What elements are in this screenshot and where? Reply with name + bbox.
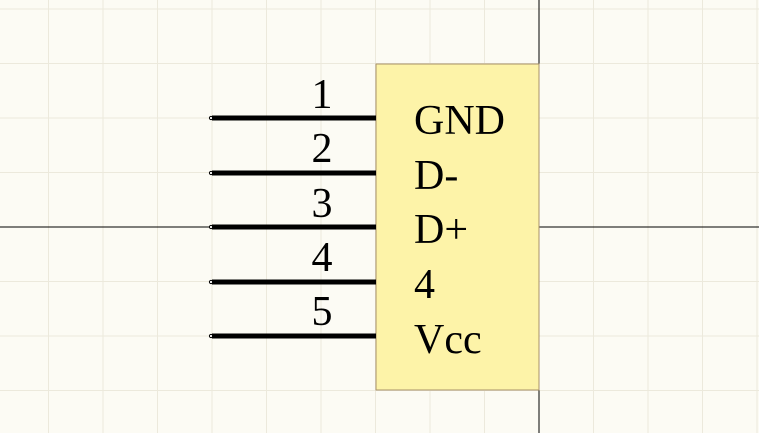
pin-5-number: 5	[312, 289, 333, 335]
pin-2[interactable]: 2 D-	[208, 126, 458, 199]
pin-3-end-dot	[208, 224, 214, 230]
pin-5-name: Vcc	[414, 317, 482, 363]
pin-4[interactable]: 4 4	[208, 235, 435, 308]
pin-2-name: D-	[414, 153, 458, 199]
pin-1-end-dot	[208, 115, 214, 121]
component-body[interactable]	[375, 63, 540, 391]
pin-3[interactable]: 3 D+	[208, 181, 468, 253]
pin-2-number: 2	[312, 126, 333, 172]
pin-4-end-dot	[208, 279, 214, 285]
pin-5[interactable]: 5 Vcc	[208, 289, 482, 363]
pin-4-name: 4	[414, 262, 435, 308]
pin-5-end-dot	[208, 333, 214, 339]
pin-1-name: GND	[414, 98, 505, 144]
pin-group: 1 GND 2 D- 3 D+ 4 4 5 Vcc	[208, 72, 505, 363]
pin-3-name: D+	[414, 207, 468, 253]
pin-2-end-dot	[208, 170, 214, 176]
pin-1[interactable]: 1 GND	[208, 72, 505, 144]
pin-4-number: 4	[312, 235, 333, 281]
pin-1-number: 1	[312, 72, 333, 118]
pin-3-number: 3	[312, 181, 333, 227]
